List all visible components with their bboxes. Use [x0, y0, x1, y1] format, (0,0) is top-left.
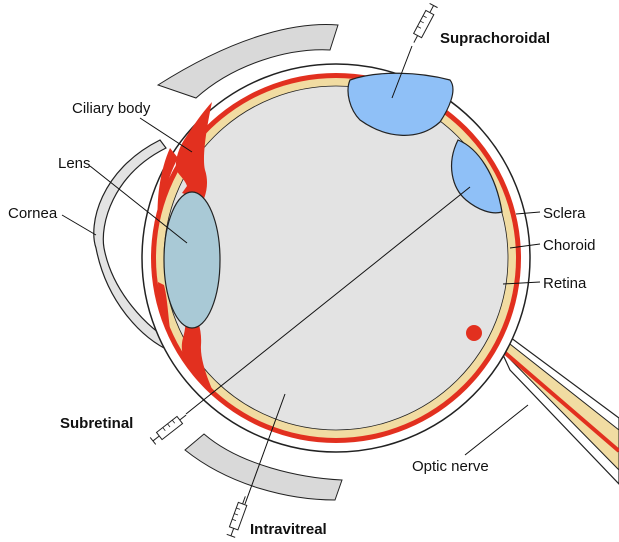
- lens: [164, 192, 220, 328]
- label-optic-nerve: Optic nerve: [412, 458, 489, 475]
- label-ciliary-body: Ciliary body: [72, 100, 151, 117]
- label-lens: Lens: [58, 155, 91, 172]
- suprachoroidal-syringe-icon: [410, 3, 438, 44]
- label-retina: Retina: [543, 275, 587, 292]
- subretinal-syringe-icon: [150, 412, 189, 445]
- label-subretinal: Subretinal: [60, 415, 133, 432]
- label-sclera: Sclera: [543, 205, 586, 222]
- label-choroid: Choroid: [543, 237, 596, 254]
- label-cornea: Cornea: [8, 205, 58, 222]
- label-intravitreal: Intravitreal: [250, 521, 327, 538]
- label-suprachoroidal: Suprachoroidal: [440, 30, 550, 47]
- optic-disc: [466, 325, 482, 341]
